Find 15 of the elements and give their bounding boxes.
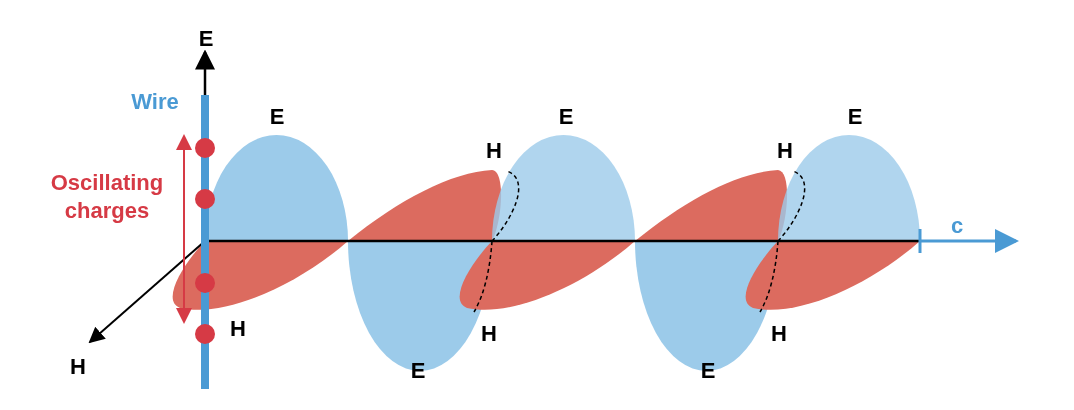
wire-label: Wire (131, 87, 179, 116)
field-label: H (777, 136, 793, 165)
field-label: H (230, 314, 246, 343)
axis-label: E (198, 24, 214, 53)
field-label: E (700, 356, 716, 385)
field-label: H (771, 319, 787, 348)
field-label: H (486, 136, 502, 165)
charges-label: Oscillating charges (49, 169, 165, 225)
field-label: E (269, 102, 285, 131)
field-label: H (481, 319, 497, 348)
field-label: E (847, 102, 863, 131)
axis-label: H (70, 352, 86, 381)
speed-label: c (950, 211, 964, 240)
field-label: E (410, 356, 426, 385)
field-label: E (558, 102, 574, 131)
